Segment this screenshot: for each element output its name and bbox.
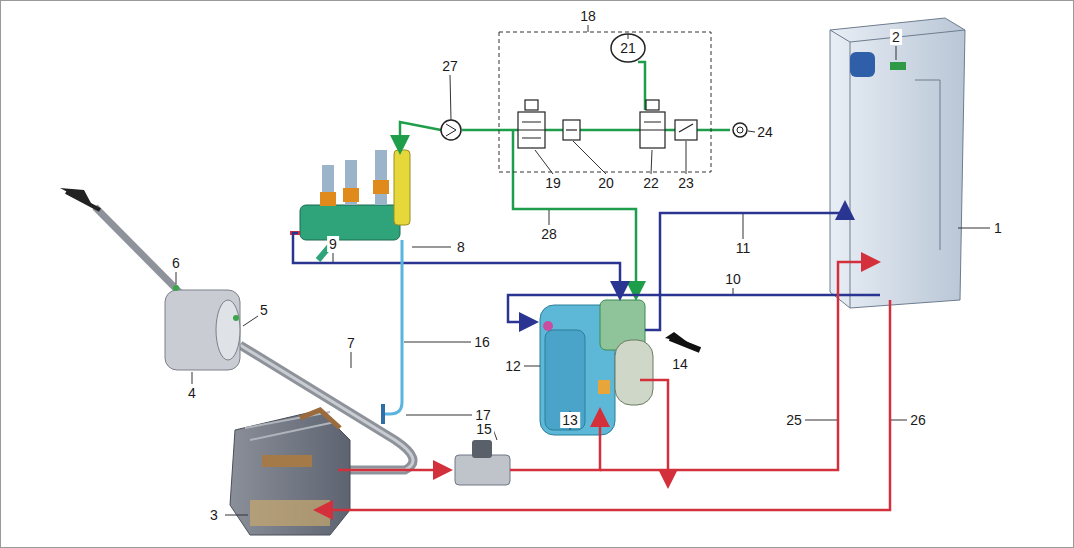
callout-number: 15 xyxy=(474,421,494,437)
callout-number: 18 xyxy=(578,8,598,24)
callout-number: 25 xyxy=(784,412,804,428)
callout-number: 12 xyxy=(503,358,523,374)
callout-number: 20 xyxy=(596,175,616,191)
callout-number: 5 xyxy=(258,302,270,318)
callout-number: 24 xyxy=(755,124,775,140)
callout-number: 8 xyxy=(455,239,467,255)
callout-number: 27 xyxy=(440,58,460,74)
callout-number: 7 xyxy=(345,335,357,351)
callout-number: 21 xyxy=(618,40,638,56)
callout-number: 10 xyxy=(723,271,743,287)
callout-number: 22 xyxy=(641,175,661,191)
callout-number: 26 xyxy=(908,412,928,428)
callout-number: 11 xyxy=(734,240,753,256)
callout-number: 28 xyxy=(539,226,559,242)
callout-number: 1 xyxy=(992,220,1004,236)
callout-number: 2 xyxy=(890,29,902,45)
callout-number: 19 xyxy=(543,175,563,191)
callout-number: 23 xyxy=(676,175,696,191)
callout-number: 4 xyxy=(186,385,198,401)
callout-number: 3 xyxy=(208,507,220,523)
callout-number: 6 xyxy=(170,255,182,271)
callout-number: 13 xyxy=(560,412,580,428)
callout-number: 17 xyxy=(473,407,493,423)
callout-number: 9 xyxy=(327,236,339,252)
callout-number: 14 xyxy=(670,356,690,372)
callout-number: 16 xyxy=(472,334,492,350)
